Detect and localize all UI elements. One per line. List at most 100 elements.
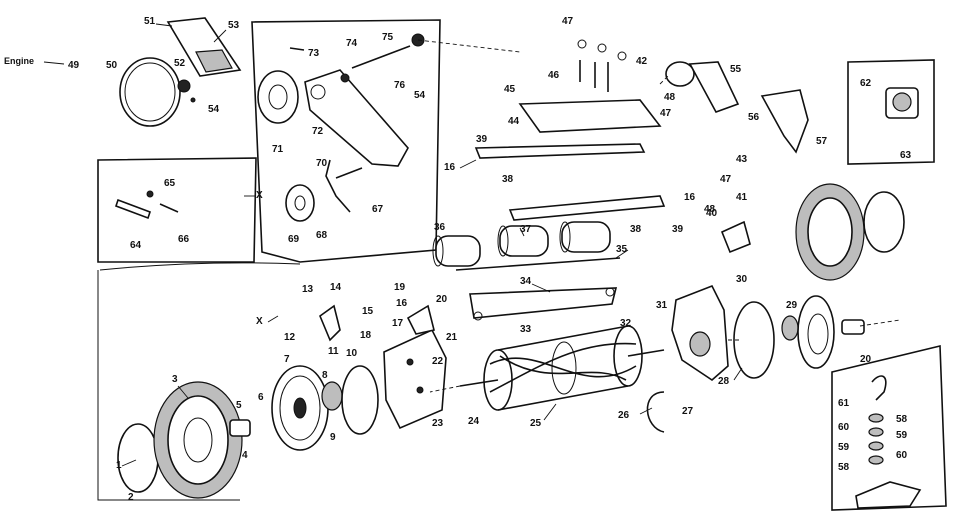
callout-label: 22 (432, 356, 444, 367)
callout-label: 72 (312, 126, 324, 137)
callout-label: 19 (394, 282, 406, 293)
callout-label: 24 (468, 416, 480, 427)
callout-label: 16 (684, 192, 696, 203)
callout-label: 30 (736, 274, 748, 285)
callout-label: 38 (502, 174, 514, 185)
callout-label: 52 (174, 58, 186, 69)
callout-label: 9 (330, 432, 336, 443)
callout-label: 47 (562, 16, 574, 27)
callout-label: 20 (436, 294, 448, 305)
callout-label: 58 (896, 414, 908, 425)
callout-label: 47 (720, 174, 732, 185)
part-belt-ring (119, 57, 181, 127)
callout-label: 43 (736, 154, 748, 165)
callout-label: 56 (748, 112, 760, 123)
callout-label: 45 (504, 84, 516, 95)
callout-label: 16 (444, 162, 456, 173)
callout-label: 21 (446, 332, 458, 343)
part-wheel-68 (285, 184, 315, 222)
callout-label: 50 (106, 60, 118, 71)
callout-label: 3 (172, 374, 178, 385)
callout-label: 1 (116, 460, 122, 471)
callout-label: 67 (372, 204, 384, 215)
part-snapring-26 (646, 391, 665, 433)
part-roller-37b (559, 221, 611, 253)
part-bracket-56 (760, 89, 809, 154)
part-gear-8 (321, 381, 343, 411)
part-reel-25 (459, 325, 665, 411)
part-axle-5 (229, 419, 251, 437)
callout-label: 55 (730, 64, 742, 75)
callout-label: 59 (838, 442, 850, 453)
part-tire-3 (153, 381, 243, 499)
inset-right-bracket (847, 59, 935, 165)
part-nut-52 (177, 79, 196, 103)
callout-label: 71 (272, 144, 284, 155)
callout-label: 41 (736, 192, 748, 203)
callout-label: 8 (322, 370, 328, 381)
part-gear-29 (781, 315, 799, 341)
callout-label: 37 (520, 224, 532, 235)
part-sideplate-right (671, 284, 729, 382)
callout-label: 26 (618, 410, 630, 421)
callout-label: 23 (432, 418, 444, 429)
callout-label: 31 (656, 300, 668, 311)
callout-label: 20 (860, 354, 872, 365)
part-sideplate-left (383, 328, 447, 430)
part-bar-38-mid (508, 195, 666, 221)
callout-label: 49 (68, 60, 80, 71)
divider-line (99, 262, 301, 271)
callout-label: 59 (896, 430, 908, 441)
callout-label: 57 (816, 136, 828, 147)
part-wheel-right (797, 295, 865, 369)
leader-lines (121, 23, 743, 467)
part-roller-36 (432, 235, 481, 267)
callout-label: 6 (258, 392, 264, 403)
inset-bottom-right (831, 344, 947, 511)
callout-label: 65 (164, 178, 176, 189)
callout-label: 47 (660, 108, 672, 119)
callout-label: 54 (208, 104, 220, 115)
engine-label: Engine (4, 56, 34, 66)
part-disc-9 (341, 365, 379, 435)
callout-label: 63 (900, 150, 912, 161)
inset-handle-bracket (251, 19, 441, 263)
part-cover-plate (166, 17, 242, 77)
part-rod-74 (351, 45, 411, 69)
callout-label: 66 (178, 234, 190, 245)
callout-label: 51 (144, 16, 156, 27)
callout-label: 5 (236, 400, 242, 411)
callout-label: 53 (228, 20, 240, 31)
frame-line (97, 270, 240, 501)
callout-label: 18 (360, 330, 372, 341)
part-bracket-41 (720, 220, 751, 254)
callout-label: 60 (896, 450, 908, 461)
part-roller-37 (497, 225, 549, 257)
callout-label: 54 (414, 90, 426, 101)
callout-label: 46 (548, 70, 560, 81)
callout-label: 75 (382, 32, 394, 43)
inset-left-parts (97, 157, 257, 263)
callout-label: 74 (346, 38, 358, 49)
callout-label: X (256, 190, 263, 201)
callout-label: 48 (704, 204, 716, 215)
callout-label: 61 (838, 398, 850, 409)
callout-label: 69 (288, 234, 300, 245)
callout-label: 17 (392, 318, 404, 329)
part-bracket-10 (319, 304, 341, 342)
callout-label: 7 (284, 354, 290, 365)
part-lever-70 (325, 159, 363, 213)
part-disc-28 (733, 301, 775, 379)
callout-label: 58 (838, 462, 850, 473)
callout-label: 32 (620, 318, 632, 329)
part-bolts-46 (577, 39, 627, 92)
part-shaft-35 (455, 257, 621, 271)
callout-label: 70 (316, 158, 328, 169)
part-bracket-17 (406, 304, 435, 335)
callout-label: 16 (396, 298, 408, 309)
part-bolt-64 (114, 190, 179, 220)
callout-label: 38 (630, 224, 642, 235)
callout-label: 25 (530, 418, 542, 429)
callout-label: 4 (242, 450, 248, 461)
